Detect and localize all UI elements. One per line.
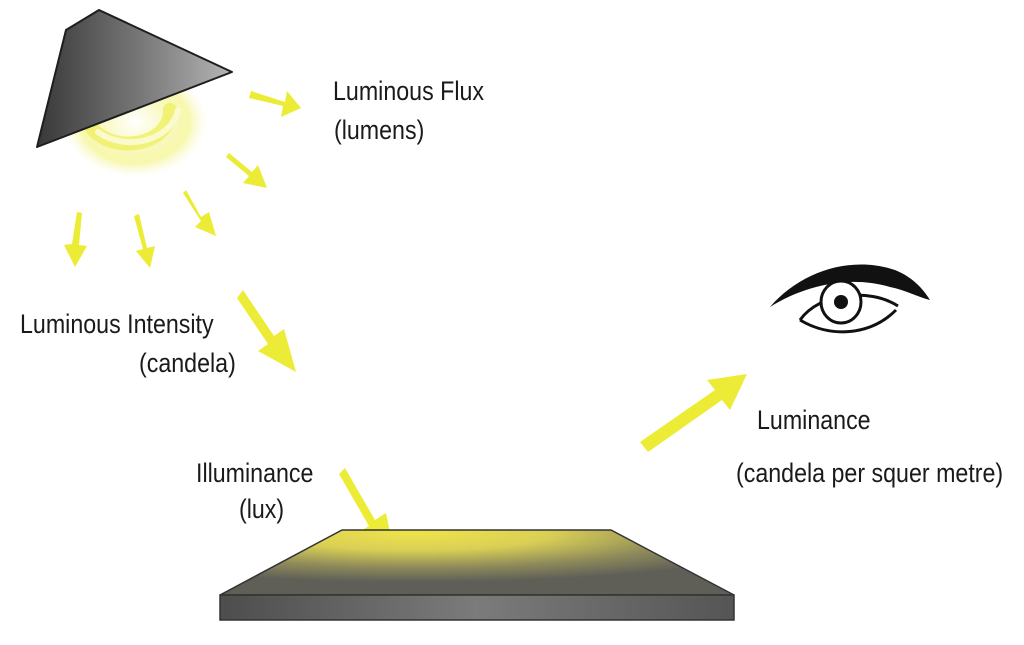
arrow-down-right-2 [183, 190, 216, 236]
eyebrow [770, 264, 930, 307]
luminous-flux-unit: (lumens) [334, 115, 425, 145]
luminous-flux-label: Luminous Flux [333, 76, 485, 106]
eye-pupil [834, 295, 848, 309]
arrow-down-right-1 [226, 153, 267, 188]
eye-lower-lid [799, 308, 898, 334]
surface-front [219, 594, 735, 621]
arrow-down-1 [134, 214, 155, 268]
luminous-intensity-label: Luminous Intensity [20, 309, 214, 339]
illuminance-label: Illuminance [196, 458, 314, 488]
luminous-intensity-unit: (candela) [139, 348, 236, 378]
lamp-shade [36, 9, 233, 148]
eye-icon [770, 264, 930, 334]
arrow-luminance [640, 374, 747, 452]
surface-top [219, 529, 735, 596]
arrow-flux [249, 91, 301, 117]
illuminance-unit: (lux) [239, 494, 285, 524]
lamp-shade-icon [36, 9, 233, 177]
luminance-label: Luminance [757, 405, 871, 435]
luminance-unit: (candela per squer metre) [736, 458, 1004, 488]
arrow-intensity [237, 290, 296, 372]
surface-slab [219, 529, 735, 621]
arrow-down-2 [64, 212, 87, 267]
